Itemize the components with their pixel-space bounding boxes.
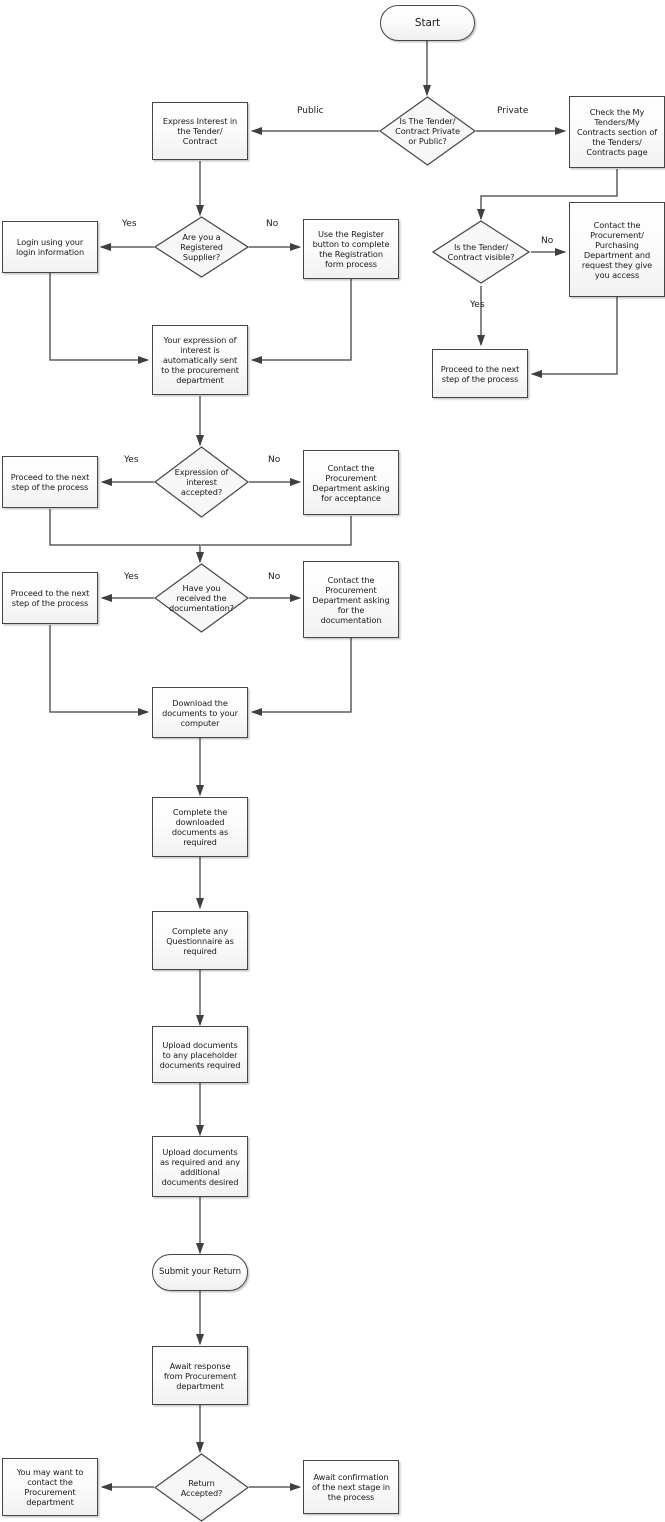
node-complete-downloaded-documents-label: Complete the downloaded documents as req… bbox=[171, 807, 229, 847]
node-proceed-next-step-2[interactable]: Proceed to the next step of the process bbox=[2, 572, 98, 624]
node-contact-for-acceptance[interactable]: Contact the Procurement Department askin… bbox=[303, 450, 399, 515]
node-complete-questionnaire[interactable]: Complete any Questionnaire as required bbox=[152, 911, 248, 970]
node-return-accepted-label: Return Accepted? bbox=[180, 1477, 223, 1498]
edge-label-visible-yes: Yes bbox=[470, 300, 485, 310]
node-check-my-tenders-label: Check the My Tenders/My Contracts sectio… bbox=[576, 107, 658, 157]
node-await-confirmation-label: Await confirmation of the next stage in … bbox=[311, 1472, 391, 1502]
node-eoi-accepted[interactable]: Expression of interest accepted? bbox=[154, 446, 249, 518]
node-upload-required-documents-label: Upload documents as required and any add… bbox=[160, 1146, 240, 1187]
node-upload-placeholder-documents-label: Upload documents to any placeholder docu… bbox=[159, 1039, 241, 1070]
edge-label-docs-yes: Yes bbox=[124, 572, 139, 582]
node-login[interactable]: Login using your login information bbox=[2, 221, 98, 273]
edge-label-public: Public bbox=[297, 106, 324, 116]
node-submit-return[interactable]: Submit your Return bbox=[152, 1254, 248, 1291]
edge-login-to-eoi-sent bbox=[49, 273, 150, 364]
node-eoi-sent[interactable]: Your expression of interest is automatic… bbox=[152, 325, 248, 395]
edge-label-registered-no: No bbox=[266, 219, 279, 229]
diamond-shape-icon bbox=[379, 96, 476, 166]
node-tender-visible-label: Is the Tender/ Contract visible? bbox=[447, 242, 515, 262]
edge-label-private: Private bbox=[497, 106, 529, 116]
node-download-documents-label: Download the documents to your computer bbox=[162, 697, 238, 728]
diamond-shape-icon bbox=[154, 446, 249, 518]
diamond-shape-icon bbox=[154, 563, 249, 633]
node-upload-required-documents[interactable]: Upload documents as required and any add… bbox=[152, 1136, 248, 1197]
node-tender-private-or-public-label: Is The Tender/ Contract Private or Publi… bbox=[395, 116, 460, 146]
node-received-documentation-label: Have you received the documentation? bbox=[169, 583, 234, 613]
node-contact-for-access-label: Contact the Procurement/ Purchasing Depa… bbox=[581, 219, 653, 280]
node-start[interactable]: Start bbox=[380, 5, 475, 41]
edge-contact-access-to-proceed-right bbox=[530, 297, 618, 379]
edge-proceed-2-to-download bbox=[49, 625, 150, 716]
edge-label-eoi-no: No bbox=[268, 455, 281, 465]
node-contact-for-documentation-label: Contact the Procurement Department askin… bbox=[312, 574, 390, 625]
node-proceed-next-step-2-label: Proceed to the next step of the process bbox=[10, 588, 90, 608]
edge-label-eoi-yes: Yes bbox=[124, 455, 139, 465]
node-express-interest-label: Express Interest in the Tender/ Contract bbox=[162, 116, 238, 146]
node-complete-downloaded-documents[interactable]: Complete the downloaded documents as req… bbox=[152, 797, 248, 857]
node-complete-questionnaire-label: Complete any Questionnaire as required bbox=[166, 925, 234, 956]
node-download-documents[interactable]: Download the documents to your computer bbox=[152, 687, 248, 738]
node-return-accepted[interactable]: Return Accepted? bbox=[154, 1453, 249, 1522]
edge-label-visible-no: No bbox=[541, 236, 554, 246]
diamond-shape-icon bbox=[432, 220, 530, 284]
node-contact-for-acceptance-label: Contact the Procurement Department askin… bbox=[312, 462, 390, 503]
node-proceed-next-step-1-label: Proceed to the next step of the process bbox=[10, 472, 90, 492]
edge-contact-docs-to-download bbox=[250, 638, 352, 717]
node-tender-visible[interactable]: Is the Tender/ Contract visible? bbox=[432, 220, 530, 284]
node-eoi-sent-label: Your expression of interest is automatic… bbox=[161, 335, 239, 385]
node-contact-for-access[interactable]: Contact the Procurement/ Purchasing Depa… bbox=[569, 202, 665, 297]
node-you-may-want-to-contact[interactable]: You may want to contact the Procurement … bbox=[2, 1458, 98, 1516]
diamond-shape-icon bbox=[154, 216, 249, 278]
node-you-may-want-to-contact-label: You may want to contact the Procurement … bbox=[16, 1467, 84, 1507]
node-proceed-next-step-right-label: Proceed to the next step of the process bbox=[440, 363, 520, 384]
node-proceed-next-step-right[interactable]: Proceed to the next step of the process bbox=[432, 349, 528, 398]
node-check-my-tenders[interactable]: Check the My Tenders/My Contracts sectio… bbox=[569, 96, 665, 168]
edge-label-docs-no: No bbox=[268, 572, 281, 582]
node-contact-for-documentation[interactable]: Contact the Procurement Department askin… bbox=[303, 561, 399, 638]
edge-label-registered-yes: Yes bbox=[122, 219, 137, 229]
node-await-confirmation[interactable]: Await confirmation of the next stage in … bbox=[303, 1460, 399, 1514]
node-registered-supplier-label: Are you a Registered Supplier? bbox=[180, 232, 223, 262]
node-registered-supplier[interactable]: Are you a Registered Supplier? bbox=[154, 216, 249, 278]
node-use-register-button-label: Use the Register button to complete the … bbox=[312, 229, 390, 269]
node-await-response-label: Await response from Procurement departme… bbox=[163, 1360, 237, 1391]
node-eoi-accepted-label: Expression of interest accepted? bbox=[174, 467, 229, 497]
node-upload-placeholder-documents[interactable]: Upload documents to any placeholder docu… bbox=[152, 1026, 248, 1083]
node-use-register-button[interactable]: Use the Register button to complete the … bbox=[303, 219, 399, 279]
node-express-interest[interactable]: Express Interest in the Tender/ Contract bbox=[152, 102, 248, 160]
node-received-documentation[interactable]: Have you received the documentation? bbox=[154, 563, 249, 633]
edge-register-to-eoi-sent bbox=[250, 279, 352, 365]
diamond-shape-icon bbox=[154, 1453, 249, 1522]
node-proceed-next-step-1[interactable]: Proceed to the next step of the process bbox=[2, 456, 98, 508]
node-tender-private-or-public[interactable]: Is The Tender/ Contract Private or Publi… bbox=[379, 96, 476, 166]
node-await-response[interactable]: Await response from Procurement departme… bbox=[152, 1346, 248, 1405]
node-submit-return-label: Submit your Return bbox=[159, 1267, 241, 1278]
node-login-label: Login using your login information bbox=[15, 237, 85, 257]
node-start-label: Start bbox=[414, 16, 441, 29]
edge-contact-accept-to-received-docs bbox=[201, 516, 352, 546]
